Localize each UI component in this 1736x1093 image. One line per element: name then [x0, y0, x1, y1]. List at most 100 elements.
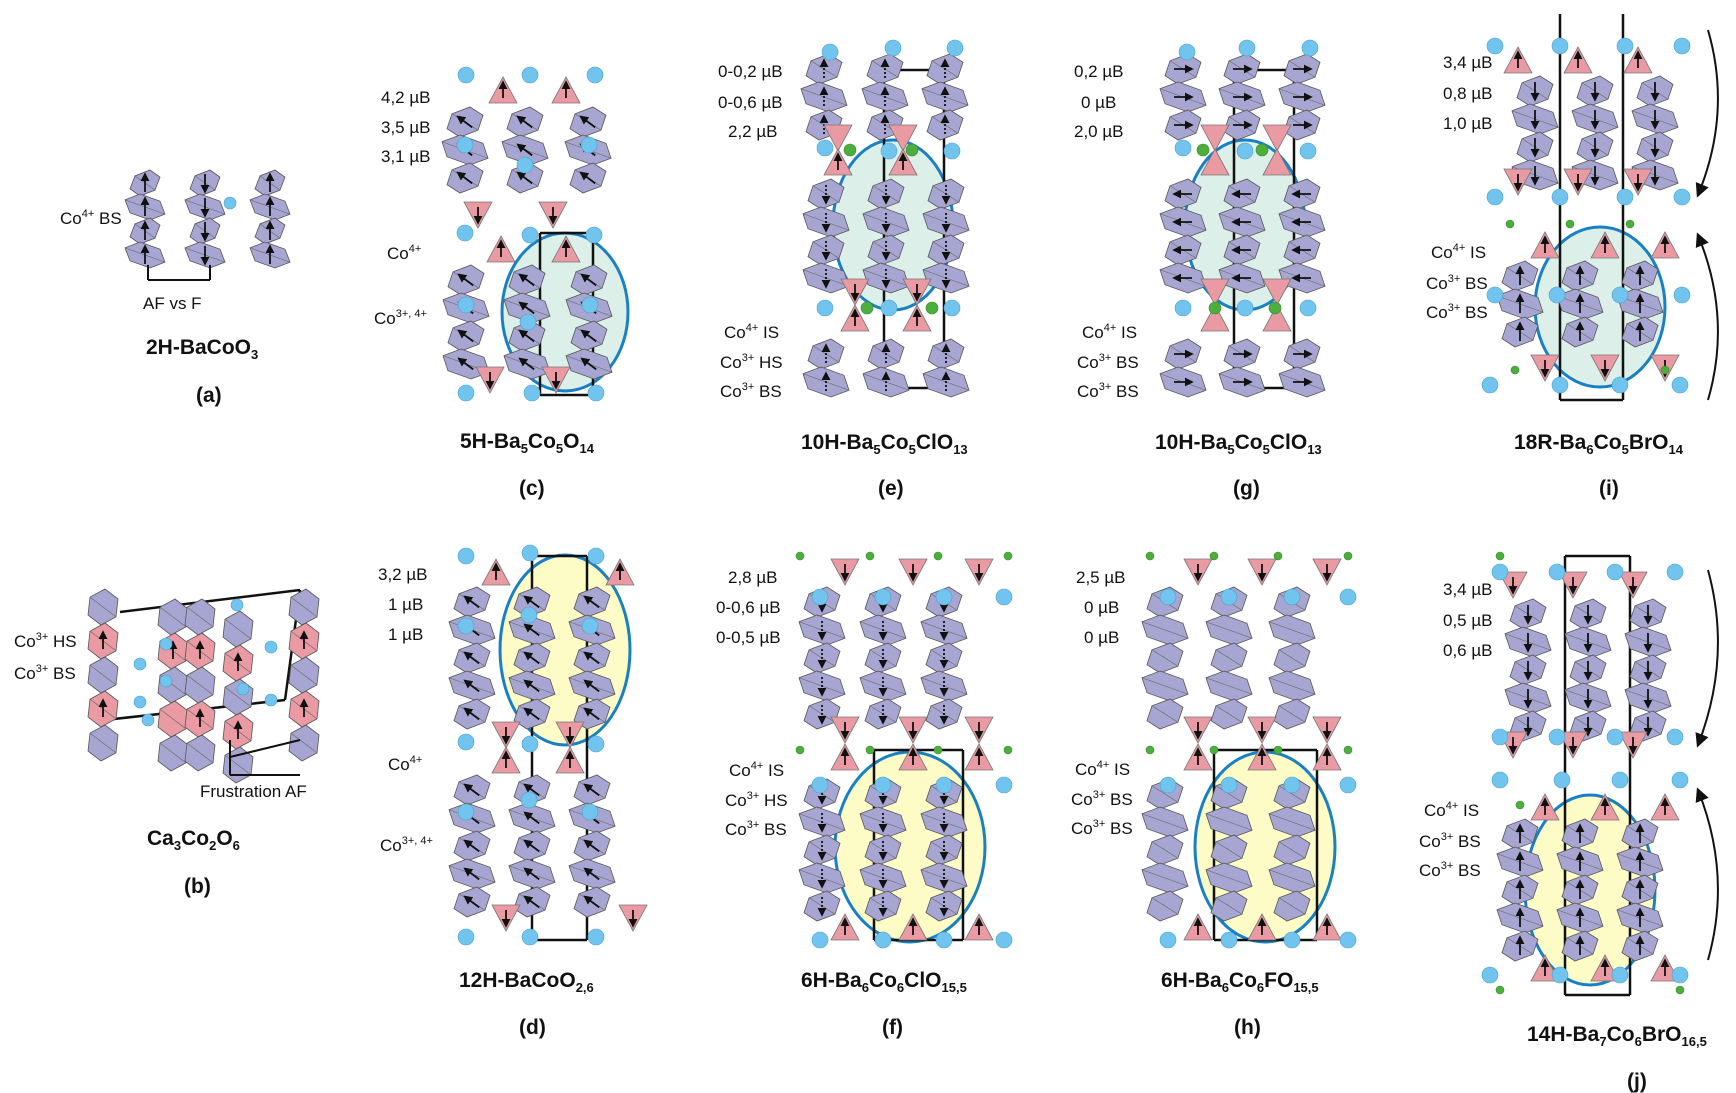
octahedron-edge: [89, 664, 117, 686]
panel-c: 4,2 µB 3,5 µB 3,1 µB Co4+ Co3+, 4+ 5H-Ba…: [374, 88, 595, 500]
ba-atom: [457, 66, 475, 84]
spin-arrow: [516, 171, 533, 185]
label-co3-hs: Co3+ HS: [720, 352, 783, 372]
ba-atom: [1159, 588, 1177, 606]
ba-atom: [1611, 771, 1629, 789]
ba-atom: [521, 66, 539, 84]
panel-letter: (c): [519, 477, 545, 500]
label-co4-bs: Co4+ BS: [60, 208, 122, 228]
panel-i: 3,4 µB 0,8 µB 1,0 µB Co4+ IS Co3+ BS Co3…: [1426, 53, 1684, 500]
octahedron-edge: [186, 606, 214, 628]
ba-atom: [1283, 931, 1301, 949]
spin-arrow: [463, 707, 480, 721]
octahedron-edge: [1278, 705, 1306, 723]
structure-c: [441, 14, 1719, 997]
ba-atom: [1236, 299, 1254, 317]
curved-arrow: [1695, 787, 1719, 961]
ba-atom: [1491, 728, 1509, 746]
spin-arrow: [583, 783, 600, 797]
ba-atom: [1551, 966, 1569, 984]
label-co3-bs: Co3+ BS: [720, 381, 782, 401]
ba-atom: [230, 598, 244, 612]
spin-arrow: [457, 357, 474, 371]
ba-atom: [586, 66, 604, 84]
ba-atom: [1673, 188, 1691, 206]
label-co4-is: Co4+ IS: [1082, 322, 1137, 342]
octahedron-edge: [224, 686, 252, 708]
octahedron-edge: [290, 596, 318, 618]
ba-atom: [581, 617, 599, 635]
octahedron-edge: [1205, 813, 1253, 831]
octahedron-edge: [159, 606, 187, 628]
label-co3-bs: Co3+ BS: [1077, 352, 1139, 372]
spin-arrow: [580, 273, 597, 287]
ba-atom: [1548, 286, 1566, 304]
octahedron-edge: [89, 732, 117, 754]
spin-arrow: [583, 867, 600, 881]
octahedron-edge: [1278, 785, 1306, 803]
ba-atom: [874, 776, 892, 794]
ba-atom: [1606, 728, 1624, 746]
curved-arrow: [1695, 232, 1719, 401]
halogen-atom: [1660, 365, 1670, 375]
octahedron-edge: [1215, 785, 1243, 803]
spin-arrow: [583, 707, 600, 721]
ba-atom: [1671, 771, 1689, 789]
spin-arrow: [457, 273, 474, 287]
octahedron-edge: [290, 664, 318, 686]
face-sharing-pair: [1200, 148, 1230, 176]
ba-atom: [1174, 139, 1192, 157]
structure-e: [795, 14, 1719, 997]
spin-arrow: [518, 273, 535, 287]
spin-arrow: [463, 867, 480, 881]
face-sharing-pair: [823, 124, 853, 152]
octahedron-edge: [1268, 869, 1316, 887]
ba-atom: [581, 803, 599, 821]
face-sharing-pair: [1262, 304, 1292, 332]
structure-h: [1141, 14, 1719, 997]
label-frustration-af: Frustration AF: [200, 782, 307, 801]
octahedron-edge: [1141, 813, 1189, 831]
ba-atom: [264, 640, 278, 654]
octahedron-edge: [89, 596, 117, 618]
moment-3: 1 µB: [388, 625, 423, 644]
ba-atom: [456, 136, 474, 154]
panel-h: 2,5 µB 0 µB 0 µB Co4+ IS Co3+ BS Co3+ BS…: [1071, 568, 1319, 1039]
octahedron-edge: [1151, 785, 1179, 803]
halogen-atom: [1343, 551, 1353, 561]
moment-1: 3,2 µB: [378, 565, 428, 584]
spin-arrow: [518, 357, 535, 371]
spin-arrow: [583, 679, 600, 693]
ba-atom: [521, 928, 539, 946]
spin-arrow: [516, 115, 533, 129]
crystal-structures: [87, 14, 1719, 997]
ba-atom: [236, 682, 250, 696]
ba-atom: [811, 588, 829, 606]
ba-atom: [995, 776, 1013, 794]
spin-arrow: [583, 895, 600, 909]
halogen-atom: [1196, 143, 1210, 157]
ba-atom: [580, 136, 598, 154]
ba-atom: [1178, 43, 1196, 61]
moment-2: 1 µB: [388, 595, 423, 614]
label-co4: Co4+: [387, 243, 421, 263]
ba-atom: [935, 776, 953, 794]
face-sharing-pair: [1262, 148, 1292, 176]
ba-atom: [943, 142, 961, 160]
compound-name: 5H-Ba5Co5O14: [460, 430, 595, 456]
panel-g: 0,2 µB 0 µB 2,0 µB Co4+ IS Co3+ BS Co3+ …: [1074, 62, 1322, 500]
spin-arrow: [579, 171, 596, 185]
panel-letter: (f): [882, 1016, 903, 1039]
octahedron-edge: [159, 742, 187, 764]
ba-atom: [520, 791, 538, 809]
label-co34: Co3+, 4+: [380, 835, 433, 855]
panel-letter: (g): [1233, 477, 1260, 500]
ba-atom: [457, 296, 475, 314]
octahedron-edge: [1215, 649, 1243, 667]
spin-arrow: [456, 171, 473, 185]
halogen-atom: [1145, 745, 1155, 755]
halogen-atom: [795, 745, 805, 755]
octahedron-edge: [1141, 677, 1189, 695]
ba-atom: [1220, 931, 1238, 949]
ba-atom: [943, 299, 961, 317]
